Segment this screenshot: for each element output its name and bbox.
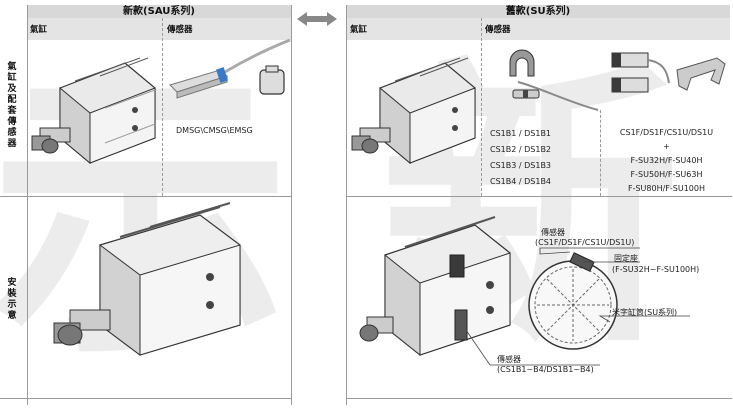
double-arrow-icon [297, 12, 337, 26]
left-subheader-bar [27, 18, 291, 40]
left-sensor-image [169, 38, 291, 99]
right-row-divider [346, 196, 732, 197]
sensor-model-row: CS1B3 / DS1B3 [490, 161, 552, 170]
right-sensor-b-image [509, 49, 599, 111]
left-sensor-label: 傳感器 [167, 25, 193, 35]
right-column-divider [481, 18, 482, 196]
callout-mount-models: (F-SU32H~F-SU100H) [612, 265, 700, 274]
sensor-model-row: CS1B2 / DS1B2 [490, 145, 552, 154]
row-label-cylinder-sensor: 氣 缸 及 配 套 傳 感 器 [7, 62, 17, 149]
right-cylinder-image [351, 57, 476, 165]
sensor-model-row: CS1B4 / DS1B4 [490, 177, 552, 186]
sensor-model-row: F-SU80H/F-SU100H [627, 184, 706, 193]
right-install-cylinder-image [359, 216, 511, 357]
callout-mount-title: 固定座 [614, 254, 638, 263]
left-sensor-models: DMSG\CMSG\EMSG [176, 126, 253, 135]
callout-sensor-top-models: (CS1F/DS1F/CS1U/DS1U) [535, 238, 635, 247]
callout-sensor-bottom-models: (CS1B1~B4/DS1B1~B4) [497, 365, 594, 374]
right-sensor-models-col2: CS1F/DS1F/CS1U/DS1U + F-SU32H/F-SU40H F-… [604, 126, 729, 196]
sensor-model-row: F-SU32H/F-SU40H [630, 156, 703, 165]
sensor-model-row: CS1B1 / DS1B1 [490, 129, 552, 138]
tube-cross-section-diagram [528, 252, 618, 350]
left-cylinder-label: 氣缸 [30, 25, 48, 35]
right-border-left [346, 5, 347, 405]
callout-tube-label: 米字缸筒(SU系列) [612, 308, 678, 317]
right-cylinder-label: 氣缸 [350, 25, 368, 35]
right-sensor-models-col1: CS1B1 / DS1B1 CS1B2 / DS1B2 CS1B3 / DS1B… [490, 126, 551, 190]
left-install-image [53, 202, 241, 356]
right-sensor-divider [600, 110, 601, 196]
callout-sensor-bottom-title: 傳感器 [497, 355, 521, 364]
right-sensor-f-image [611, 52, 726, 93]
row-label-install: 安 裝 示 意 [7, 278, 17, 321]
left-border-right [291, 5, 292, 405]
right-panel-title: 舊款(SU系列) [346, 5, 730, 18]
callout-sensor-top-title: 傳感器 [541, 228, 565, 237]
left-border-left [27, 5, 28, 405]
sensor-model-row: + [663, 142, 670, 151]
right-sensor-label: 傳感器 [485, 25, 511, 35]
right-subheader-bar [346, 18, 730, 40]
left-bottom-border [0, 398, 292, 399]
left-panel-title: 新款(SAU系列) [27, 5, 291, 18]
sensor-model-row: CS1F/DS1F/CS1U/DS1U [619, 128, 714, 137]
right-bottom-border [346, 398, 732, 399]
left-column-divider [162, 18, 163, 196]
left-cylinder-image [31, 57, 156, 165]
sensor-model-row: F-SU50H/F-SU63H [630, 170, 703, 179]
left-row-divider [0, 196, 292, 197]
